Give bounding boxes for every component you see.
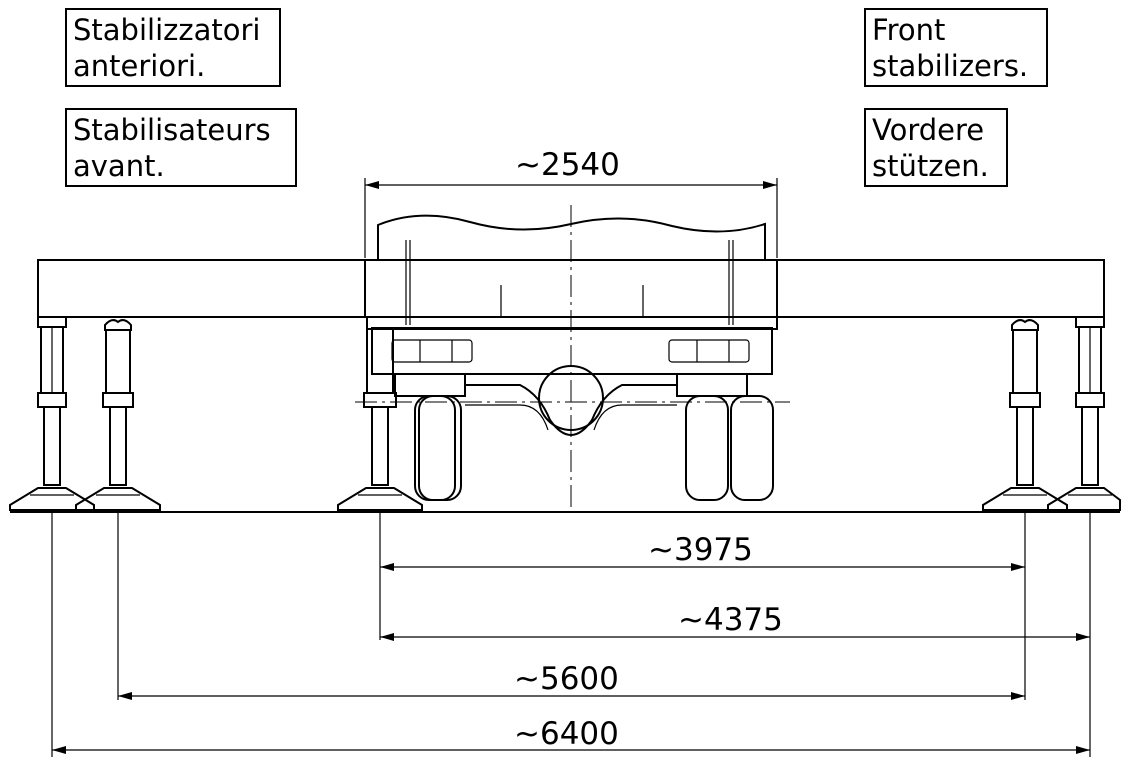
stabilizer-leg-inner-right <box>982 319 1068 511</box>
svg-text:Stabilizzatori: Stabilizzatori <box>73 13 260 47</box>
svg-text:~4375: ~4375 <box>678 602 783 638</box>
svg-text:Stabilisateurs: Stabilisateurs <box>73 113 271 147</box>
label-german: Vordere stützen. <box>864 108 1008 187</box>
dimension-4375: ~4375 <box>380 602 1090 641</box>
svg-text:~5600: ~5600 <box>514 661 619 697</box>
stabilizer-leg-center-left <box>337 328 423 511</box>
stabilizer-leg-outer-right <box>1047 316 1121 511</box>
label-french: Stabilisateurs avant. <box>65 108 297 187</box>
label-english: Front stabilizers. <box>864 8 1048 87</box>
truck-body <box>355 214 790 436</box>
svg-text:avant.: avant. <box>73 149 165 183</box>
svg-text:Vordere: Vordere <box>872 113 984 147</box>
extension-lines <box>51 512 1091 757</box>
wheels <box>414 395 774 501</box>
svg-text:~2540: ~2540 <box>515 147 620 183</box>
svg-text:~6400: ~6400 <box>514 716 619 752</box>
dimension-6400: ~6400 <box>52 716 1090 754</box>
stabilizer-leg-inner-left <box>75 319 161 511</box>
dimension-2540: ~2540 <box>364 147 778 258</box>
dimension-3975: ~3975 <box>380 532 1025 571</box>
stabilizer-leg-outer-left <box>9 316 95 511</box>
svg-text:Front: Front <box>872 13 945 47</box>
svg-text:anteriori.: anteriori. <box>73 49 205 83</box>
svg-text:stabilizers.: stabilizers. <box>872 49 1028 83</box>
dimension-5600: ~5600 <box>118 661 1025 700</box>
svg-text:stützen.: stützen. <box>872 149 989 183</box>
svg-text:~3975: ~3975 <box>648 532 753 568</box>
label-italian: Stabilizzatori anteriori. <box>65 8 281 87</box>
